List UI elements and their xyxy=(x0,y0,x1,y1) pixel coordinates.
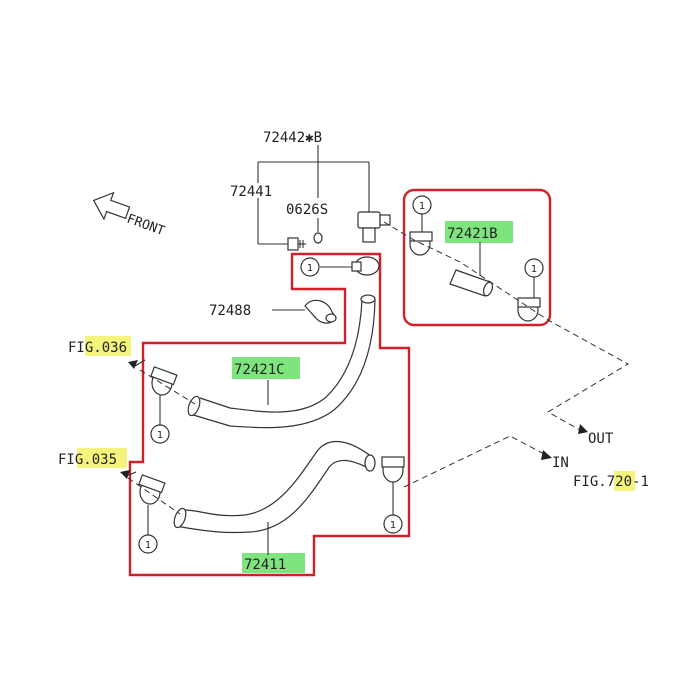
clamp-72488 xyxy=(272,299,337,324)
label-fig035: FIG.035 xyxy=(58,452,117,468)
clamp-72421b-lower xyxy=(517,277,541,322)
t-connector-part xyxy=(357,211,391,243)
hose-72421b xyxy=(449,269,494,297)
label-0626s: 0626S xyxy=(286,202,328,218)
label-72442b: 72442✱B xyxy=(263,130,322,146)
highlight-fig720 xyxy=(614,471,635,491)
hose-72421c xyxy=(187,294,376,429)
red-outline-72421b xyxy=(402,188,552,327)
highlight-fig036 xyxy=(85,336,131,356)
clamp-72421c-left xyxy=(150,366,178,425)
callout-1-d: 1 xyxy=(150,424,170,444)
label-fig720: FIG.720-1 xyxy=(573,474,649,490)
callout-1-b: 1 xyxy=(412,195,432,215)
label-72421c: 72421C xyxy=(234,362,285,378)
clamp-72411-left xyxy=(138,474,166,535)
dashed-route-in xyxy=(403,435,549,488)
bolt-part xyxy=(287,237,306,251)
callout-1-a: 1 xyxy=(300,257,320,277)
label-72488: 72488 xyxy=(209,303,251,319)
arrow-fig035 xyxy=(120,470,130,479)
arrow-in xyxy=(541,450,552,460)
arrow-fig036 xyxy=(128,360,138,369)
red-outline-hoses xyxy=(128,252,411,577)
highlight-72421c xyxy=(232,357,300,379)
callout-1-f: 1 xyxy=(383,514,403,534)
label-fig036: FIG.036 xyxy=(68,340,127,356)
hose-72411 xyxy=(173,440,376,534)
svg-text:1: 1 xyxy=(145,540,151,551)
label-72421b: 72421B xyxy=(447,226,498,242)
label-out: OUT xyxy=(588,431,614,447)
front-label: FRONT xyxy=(125,212,167,240)
callout-1-e: 1 xyxy=(138,534,158,554)
highlight-fig035 xyxy=(77,448,127,468)
label-72441: 72441 xyxy=(230,184,272,200)
clamp-72411-right xyxy=(381,456,405,515)
svg-text:1: 1 xyxy=(307,263,313,274)
label-72411: 72411 xyxy=(244,557,286,573)
clamp-72421b-upper xyxy=(409,214,433,256)
svg-text:1: 1 xyxy=(531,264,537,275)
svg-text:1: 1 xyxy=(157,430,163,441)
highlight-72411 xyxy=(242,553,305,573)
clamp-upper xyxy=(320,256,380,276)
leader-lines-top xyxy=(257,145,370,245)
svg-text:1: 1 xyxy=(419,201,425,212)
washer-part xyxy=(313,232,323,244)
svg-text:1: 1 xyxy=(390,520,396,531)
arrow-out xyxy=(578,424,588,434)
front-arrow-icon xyxy=(92,191,131,221)
label-in: IN xyxy=(552,455,569,471)
dashed-route-out xyxy=(383,221,630,431)
highlight-72421b xyxy=(445,221,513,243)
callout-1-c: 1 xyxy=(524,258,544,278)
